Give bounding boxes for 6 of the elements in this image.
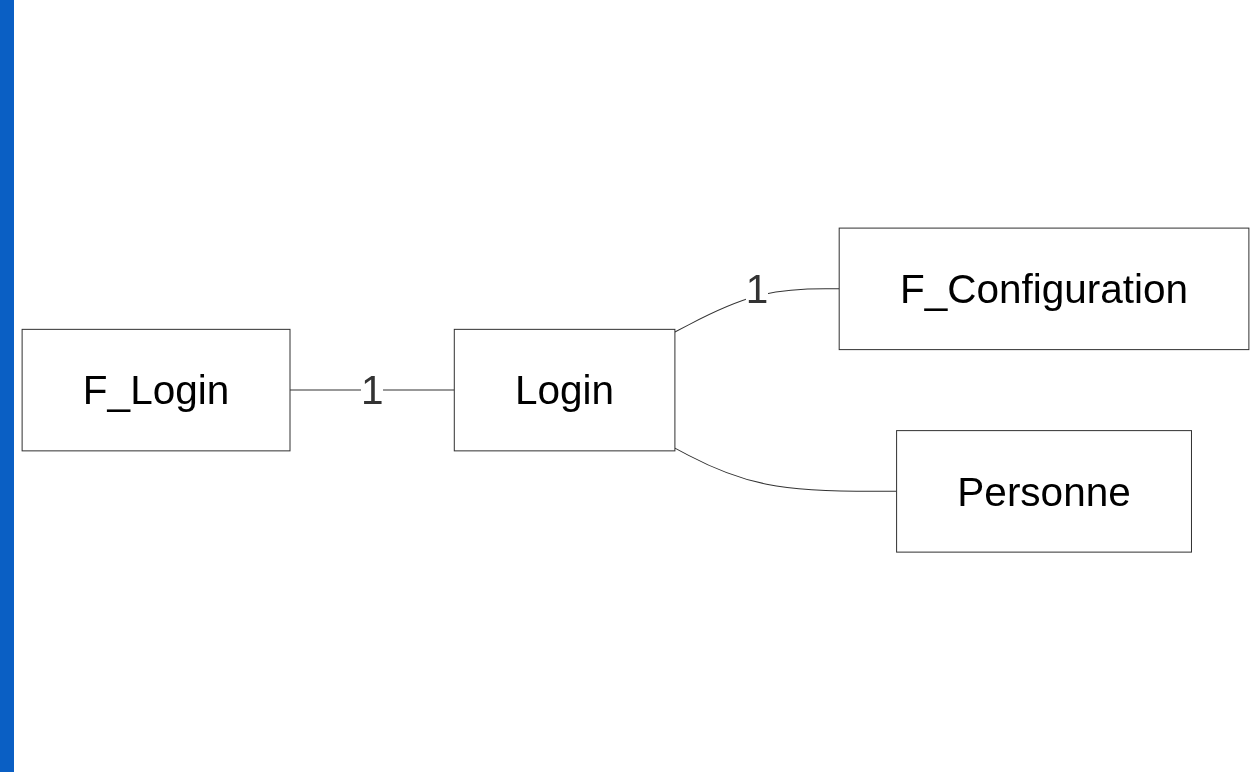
node-box: F_Login xyxy=(21,328,291,452)
edge-label: 1 xyxy=(745,266,769,312)
edge-label: 1 xyxy=(360,367,384,413)
node-box: F_Configuration xyxy=(838,227,1250,350)
node-box: Personne xyxy=(896,430,1192,553)
node-box: Login xyxy=(453,328,676,452)
